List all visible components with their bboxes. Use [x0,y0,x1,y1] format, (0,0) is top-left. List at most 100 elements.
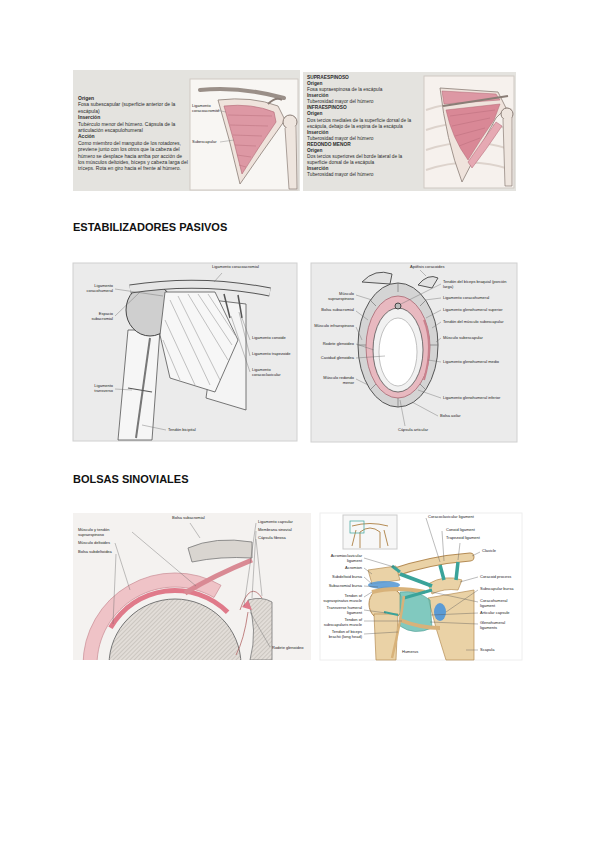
shoulder-ligaments [136,338,150,438]
panel-heading: Origen [307,148,420,154]
anatomy-label: Cápsula fibrosa [258,536,308,541]
anatomy-label: Ligamento coracoacromial [192,104,215,113]
anatomy-label: Tendon of subscapularis muscle [322,618,362,627]
shoulder-color [352,524,388,549]
anatomy-label: Músculo supraespinoso [314,292,354,301]
panel-text: Fosa supraespinosa de la escápula [307,87,420,93]
shoulder-ligaments [163,294,235,385]
bursa-section [185,560,252,593]
glenoid-view [358,283,438,407]
panel-text: Tubérculo menor del húmero. Cápsula de l… [78,121,188,134]
panel-text: Como miembro del manguito de los rotador… [78,140,188,172]
anatomy-label: Ligamento transverso [77,384,113,393]
anatomy-label: Acromioclavicular ligament [322,554,362,563]
glenoid-view [373,308,423,392]
anatomy-label: Conoid ligament [446,528,486,533]
figure-panel [73,263,297,441]
panel-heading: Inserción [307,166,420,172]
shoulder-ligaments [118,330,160,440]
anatomy-label: Ligamento glenohumeral medio [443,360,515,365]
panel-heading: Inserción [307,130,420,136]
text-panel: SUPRAESPINOSOOrigenFosa supraespinosa de… [303,72,516,191]
scapula-anterior [228,115,272,167]
anatomy-label: Ligamento glenohumeral superior [443,308,515,313]
glenoid-view [362,272,392,284]
shoulder-color [434,603,446,621]
glenoid-view [356,270,441,426]
panel-text: Fosa subescapular (superficie anterior d… [78,101,188,114]
anatomy-label: Ligamento capsular [258,520,308,525]
bursa-section [188,540,252,562]
anatomy-label: Glenohumeral ligaments [480,621,519,630]
anatomy-label: Ligamento conoide [252,336,295,341]
text-column: OrigenFosa subescapular (superficie ante… [78,95,188,172]
shoulder-color [343,515,397,549]
anatomy-label: Rodete glenoideo [314,342,354,347]
anatomy-label: Transverse humeral ligament [322,606,362,615]
glenoid-view [379,318,417,386]
glenoid-view [366,296,430,398]
text-panel: OrigenFosa subescapular (superficie ante… [73,70,300,191]
scapula-anterior [268,99,282,104]
anatomy-label: Subdeltoid bursa [322,575,362,580]
glenoid-view [418,277,438,288]
anatomy-label: Músculo deltoides [78,541,130,546]
anatomy-label: Tendón del bíceps braquial (porción larg… [443,280,515,289]
anatomy-label: Músculo subescapular [443,336,515,341]
section-heading: BOLSAS SINOVIALES [73,473,333,486]
anatomy-label: Espacio subacromial [77,312,113,321]
bursa-section [109,599,241,660]
anatomy-label: Coracohumeral ligament [480,599,519,608]
shoulder-ligaments [130,284,270,292]
shoulder-color [428,590,474,660]
anatomy-label: Apófisis coracoides [410,265,472,270]
shoulder-ligaments [130,284,270,292]
anatomy-label: Subescapular [192,140,219,145]
anatomy-label: Ligamento glenohumeral inferior [443,396,515,401]
anatomy-label: Subacromial bursa [322,584,362,589]
anatomy-label: Cavidad glenoidea [314,356,354,361]
shoulder-color [400,574,432,586]
panel-heading: Inserción [307,93,420,99]
shoulder-ligaments [115,273,270,440]
anatomy-label: Rodete glenoideo [272,646,309,651]
anatomy-label: Músculo redondo menor [314,376,354,385]
anatomy-label: Cápsula articular [398,428,442,433]
scapula-posterior [424,76,514,188]
panel-heading: SUPRAESPINOSO [307,75,420,81]
text-column: SUPRAESPINOSOOrigenFosa supraespinosa de… [307,75,420,178]
anatomy-label: Tendón bicipital [168,428,214,433]
anatomy-label: Tendon of biceps brachii (long head) [322,630,362,639]
figure-panel [320,513,522,660]
shoulder-color [350,521,364,533]
anatomy-label: Acromion [322,566,362,571]
shoulder-color [404,590,432,598]
glenoid-view [358,283,438,407]
shoulder-ligaments [224,294,242,318]
anatomy-label: Bolsa subacromial [172,516,224,521]
shoulder-color [440,562,458,580]
anatomy-label: Ligamento coracoacromial [212,265,274,270]
anatomy-label: Ligamento coracohumeral [77,284,113,293]
glenoid-view [395,303,401,309]
figure-panel [311,263,517,442]
scapula-posterior [468,122,502,168]
panel-text: Dos tercios mediales de la superficie do… [307,118,420,130]
scapula-anterior [216,110,234,142]
panel-text: Tuberosidad mayor del húmero [307,172,420,178]
bursa-section [236,591,262,655]
figure-panel [73,70,300,191]
anatomy-label: Músculo y tendón supraespinoso [78,528,130,537]
panel-text: Tuberosidad mayor del húmero [307,136,420,142]
anatomy-label: Humerus [402,650,432,655]
anatomy-label: Tendón del músculo subescapular [443,320,515,325]
anatomy-label: Ligamento coracohumeral [443,296,515,301]
anatomy-label: Bolsa subdeltoidea [78,550,130,555]
scapula-anterior [218,99,285,184]
anatomy-label: Scapula [480,648,519,653]
shoulder-color [428,578,462,594]
panel-text: Tuberosidad mayor del húmero [307,99,420,105]
panel-heading: Origen [307,111,420,117]
panel-heading: Origen [307,81,420,87]
